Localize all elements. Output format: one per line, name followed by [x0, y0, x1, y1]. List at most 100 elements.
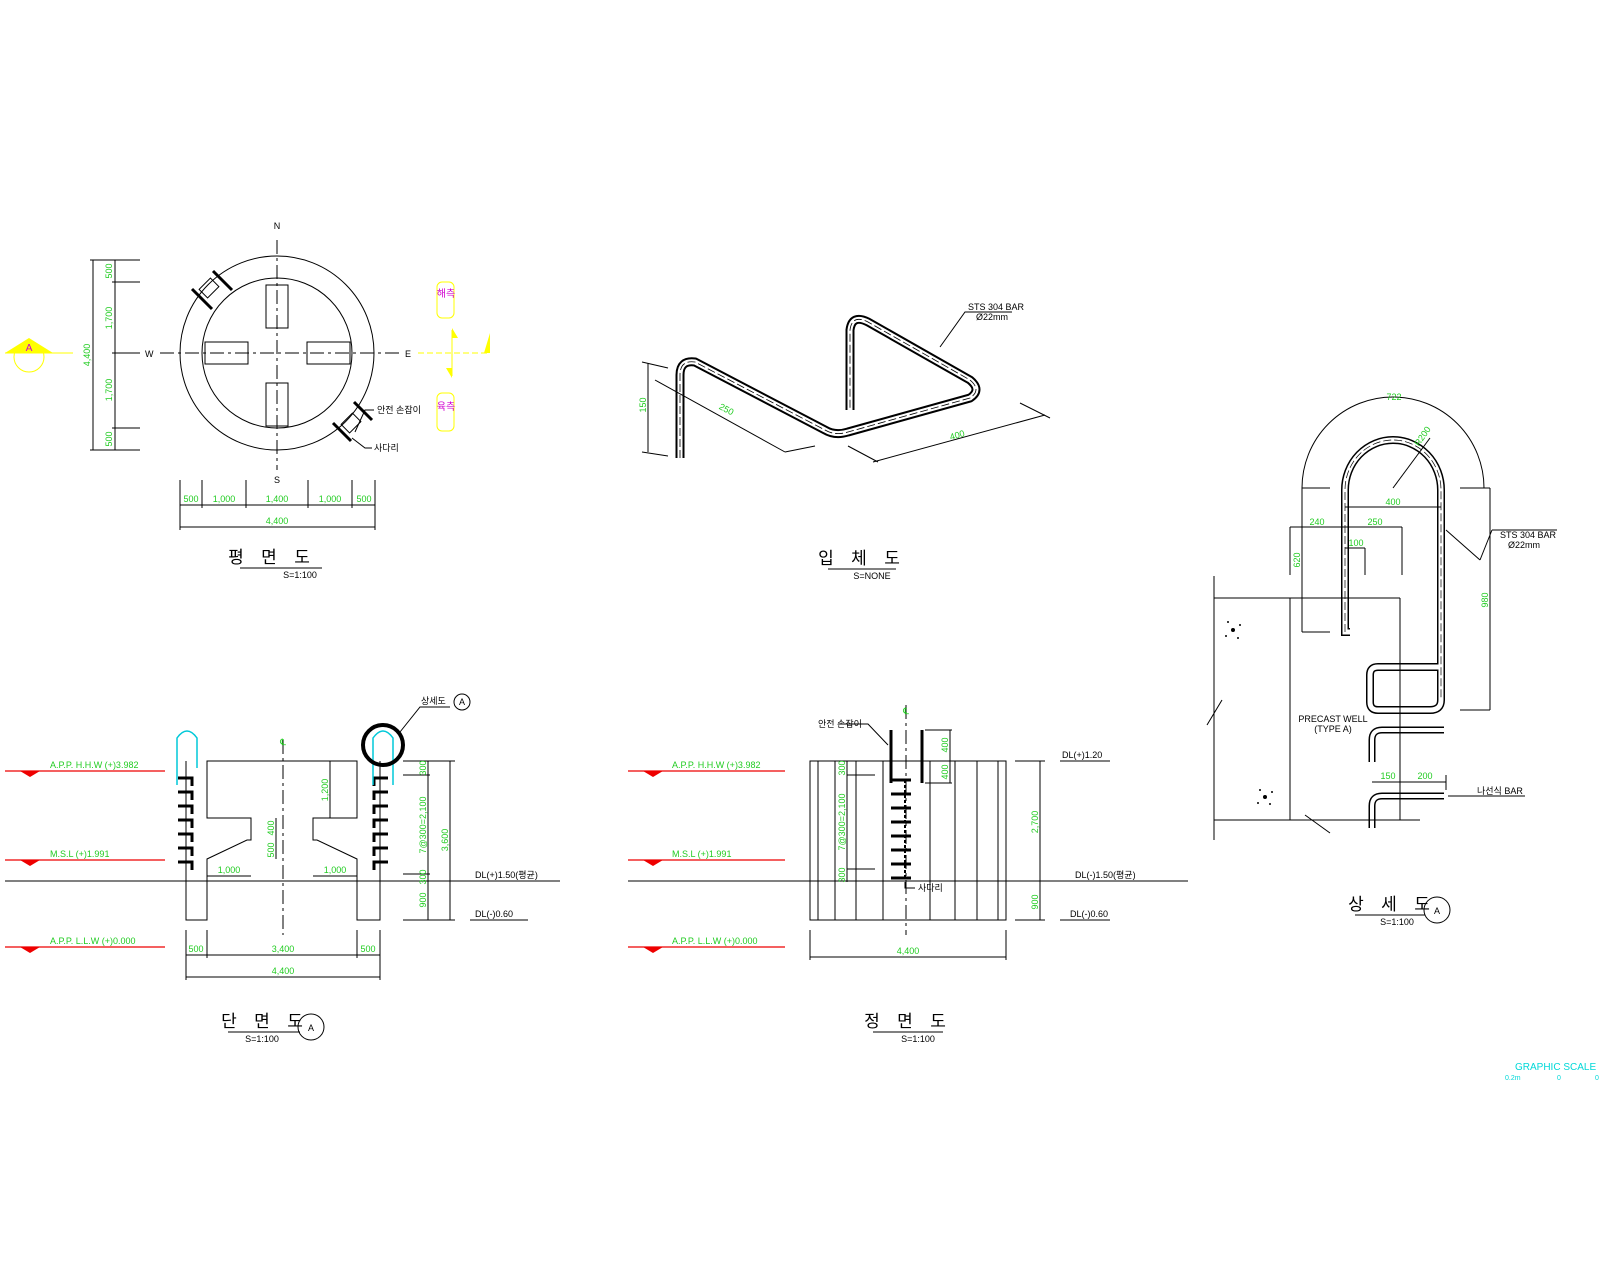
section-centerline-label: ℄ — [279, 737, 286, 747]
section-dim-lines — [185, 760, 455, 980]
detail-dim-arc: 722 — [1386, 392, 1401, 402]
elev-dim-right-0: 2,700 — [1030, 811, 1040, 834]
detail-callout-leader — [399, 706, 450, 733]
elev-dim-total: 4,400 — [897, 946, 920, 956]
elevation-dim-lines — [809, 729, 1110, 960]
iso-scale: S=NONE — [853, 571, 890, 581]
section-dim-right-2: 300 — [418, 869, 428, 884]
iso-title: 입 체 도 — [818, 549, 906, 569]
handrail-left — [176, 730, 198, 785]
detail-dim-lines — [1289, 437, 1557, 797]
detail-dim-240: 240 — [1309, 517, 1324, 527]
section-marker-label: A — [26, 343, 33, 354]
section-title-marker-circle — [297, 1013, 325, 1041]
plan-note-handrail: 안전 손잡이 — [377, 404, 421, 415]
section-dim-inner-1: 400 — [266, 820, 276, 835]
elev-dl-bottom: DL(-)0.60 — [1070, 909, 1108, 919]
south-label: S — [274, 475, 280, 485]
detail-well-line2: (TYPE A) — [1314, 724, 1352, 734]
section-dim-right-total: 3,600 — [440, 829, 450, 852]
detail-dim-620: 620 — [1292, 552, 1302, 567]
elev-title: 정 면 도 — [864, 1012, 952, 1032]
elev-dim-handrail-0: 400 — [940, 737, 950, 752]
graphic-scale-tick-2: 0 — [1595, 1075, 1599, 1082]
elev-dim-left-2: 300 — [837, 867, 847, 882]
detail-view: 722 R200 400 240 250 100 620 980 150 200… — [1206, 392, 1557, 927]
north-arrow-marker — [418, 281, 490, 432]
plan-left-dim-lines — [90, 259, 140, 451]
section-dl-top: DL(+)1.50(평균) — [475, 870, 538, 880]
detail-precast-wall — [1206, 576, 1420, 840]
graphic-scale-label: GRAPHIC SCALE — [1515, 1062, 1596, 1073]
plan-bottom-dim-lines — [179, 480, 376, 530]
elev-dim-right-1: 900 — [1030, 894, 1040, 909]
section-structure — [185, 760, 381, 921]
handrail-bar — [675, 314, 981, 458]
section-level-llw: A.P.P. L.L.W (+)0.000 — [50, 936, 135, 946]
west-label: W — [145, 349, 154, 359]
block-west — [204, 341, 249, 365]
elevation-wall — [809, 760, 1007, 921]
plan-dim-bottom-total: 4,400 — [266, 516, 289, 526]
section-dim-inner-2: 500 — [266, 842, 276, 857]
section-level-msl: M.S.L (+)1.991 — [50, 849, 109, 859]
plan-view: N S W E 500 1,700 1,700 500 4,400 500 1,… — [5, 221, 490, 580]
iso-dim-width: 400 — [949, 428, 966, 442]
elev-leader-ladder — [904, 882, 915, 889]
side-label-sea-text: 해측 — [437, 287, 455, 300]
elev-dim-left-1: 7@300=2,100 — [837, 794, 847, 851]
plan-dim-left-3: 500 — [104, 431, 114, 446]
section-dim-right-3: 900 — [418, 892, 428, 907]
graphic-scale: GRAPHIC SCALE 0.2m 0 0 — [1505, 1062, 1599, 1082]
block-north — [265, 284, 289, 329]
elev-scale: S=1:100 — [901, 1034, 935, 1044]
detail-dim-100: 100 — [1348, 538, 1363, 548]
detail-dim-200: 200 — [1417, 771, 1432, 781]
detail-ref-marker: A — [459, 697, 465, 707]
plan-title: 평 면 도 — [228, 548, 316, 568]
iso-dim-lines — [641, 311, 1051, 463]
elev-ladder-rungs — [891, 778, 911, 880]
section-dim-inner-4: 1,000 — [324, 865, 347, 875]
detail-dim-980: 980 — [1480, 592, 1490, 607]
elev-centerline-label: ℄ — [902, 706, 909, 716]
ladder-rungs-right — [372, 776, 388, 870]
section-dim-total: 4,400 — [272, 966, 295, 976]
plan-dim-left-2: 1,700 — [104, 379, 114, 402]
detail-dim-width: 400 — [1385, 497, 1400, 507]
detail-note-anchor: 나선식 BAR — [1477, 786, 1523, 796]
leader-handrail — [354, 409, 374, 433]
elev-leader-handrail — [838, 723, 889, 746]
plan-dim-left-total: 4,400 — [82, 344, 92, 367]
iso-note-line2: Ø22mm — [976, 312, 1008, 322]
north-label: N — [274, 221, 281, 231]
detail-callout-circle — [361, 723, 405, 767]
section-dl-bottom: DL(-)0.60 — [475, 909, 513, 919]
plan-dim-left-0: 500 — [104, 263, 114, 278]
graphic-scale-tick-0: 0.2m — [1505, 1075, 1521, 1082]
detail-ref-circle — [453, 693, 471, 711]
section-title-marker: A — [308, 1023, 314, 1033]
plan-dim-left-1: 1,700 — [104, 307, 114, 330]
detail-ref-label: 상세도 — [421, 696, 446, 706]
leader-ladder — [351, 437, 372, 449]
section-marker-a — [5, 338, 73, 373]
concrete-hatch — [1225, 621, 1273, 805]
graphic-scale-tick-1: 0 — [1557, 1075, 1561, 1082]
plan-dim-bottom-0: 500 — [183, 494, 198, 504]
section-dim-0: 500 — [188, 944, 203, 954]
handrail-right — [372, 730, 394, 785]
detail-title-marker-circle — [1423, 896, 1451, 924]
detail-note-bar-2: Ø22mm — [1508, 540, 1540, 550]
section-level-hhw: A.P.P. H.H.W (+)3.982 — [50, 760, 138, 770]
section-water-levels — [5, 770, 165, 953]
iso-view: 150 250 400 STS 304 BAR Ø22mm 입 체 도 S=NO… — [638, 302, 1051, 581]
block-south — [265, 382, 289, 427]
elevation-view: A.P.P. H.H.W (+)3.982 M.S.L (+)1.991 A.P… — [628, 705, 1188, 1044]
section-dim-right-0: 300 — [418, 760, 428, 775]
elev-dim-handrail-1: 400 — [940, 764, 950, 779]
handrail-se — [331, 400, 374, 443]
detail-dim-250: 250 — [1367, 517, 1382, 527]
